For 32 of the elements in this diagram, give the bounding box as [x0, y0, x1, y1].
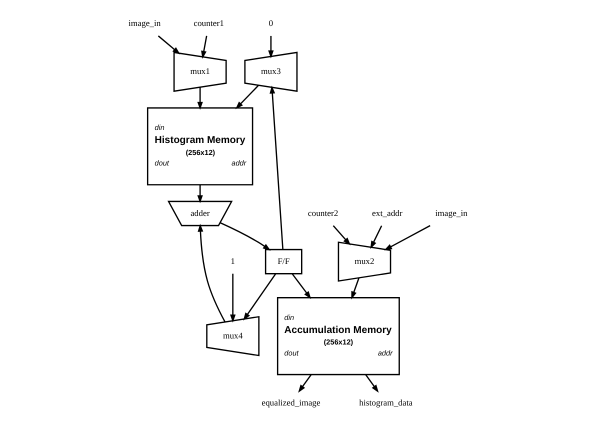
arrow — [384, 224, 430, 250]
arrow — [242, 272, 276, 320]
node-box: F/F — [264, 248, 302, 274]
node-text: ext_addr — [372, 207, 402, 218]
node-box: din Histogram Memory (256x12) dout addr — [146, 106, 253, 185]
node-box: mux3 — [244, 51, 298, 92]
arrow — [230, 273, 236, 322]
node-text: 0 — [268, 17, 273, 28]
arrow — [234, 84, 258, 109]
node-box: din Accumulation Memory (256x12) dout addr — [276, 296, 400, 375]
arrow — [268, 35, 274, 58]
arrow — [196, 184, 202, 203]
arrow — [196, 86, 202, 110]
arrow — [350, 277, 360, 299]
node-text: counter1 — [193, 17, 224, 28]
arrow — [269, 85, 284, 250]
node-text: counter2 — [307, 207, 338, 218]
arrow — [200, 35, 207, 58]
arrow — [332, 224, 350, 245]
arrow — [219, 222, 270, 250]
arrow — [370, 224, 382, 248]
node-text: image_in — [434, 207, 468, 218]
arrow — [157, 34, 180, 54]
arrow — [197, 223, 226, 322]
arrow — [298, 374, 312, 392]
node-box: mux1 — [172, 51, 226, 92]
arrow — [364, 374, 378, 392]
node-text: equalized_image — [261, 397, 320, 408]
node-text: 1 — [230, 255, 235, 266]
arrow — [291, 272, 311, 299]
node-text: histogram_data — [358, 397, 412, 408]
node-text: image_in — [128, 17, 160, 28]
